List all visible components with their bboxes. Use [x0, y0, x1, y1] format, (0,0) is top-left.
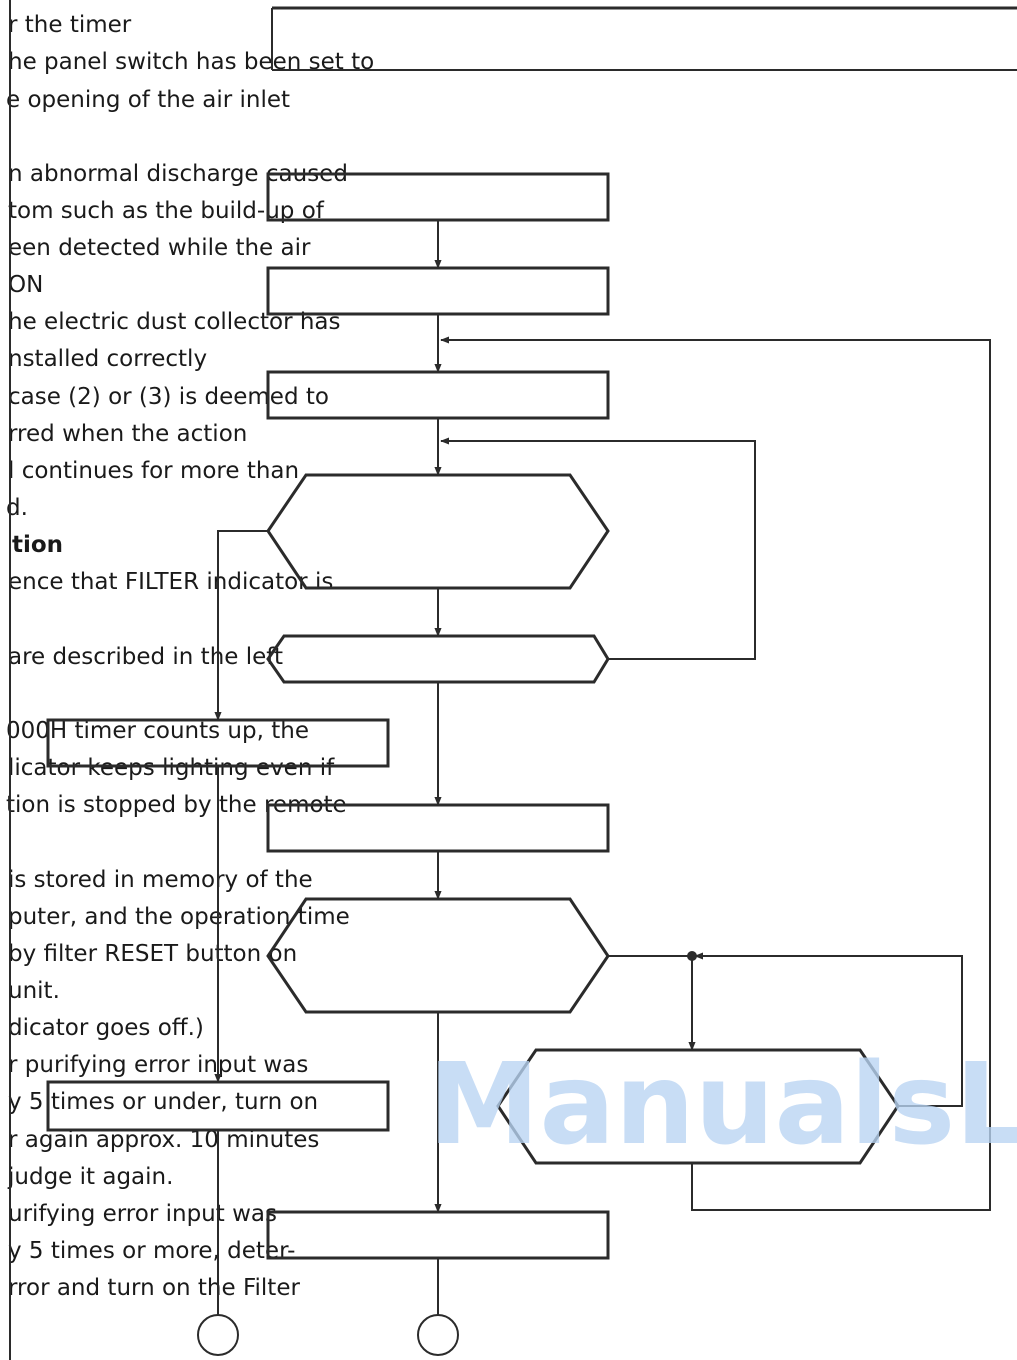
connector-circle-right	[417, 1314, 459, 1356]
text-line: y 5 times or under, turn on	[8, 1089, 319, 1115]
text-line: by filter RESET button on	[8, 941, 298, 967]
process-box-left-1	[46, 718, 390, 768]
decision-hexagon-1	[266, 473, 610, 590]
loop-line	[440, 437, 756, 660]
decision-hexagon-2	[266, 897, 610, 1014]
text-line: y 5 times or more, deter-	[8, 1238, 296, 1264]
decision-slim-hexagon	[266, 634, 610, 684]
process-box-3	[266, 370, 610, 420]
decision-hexagon-3	[496, 1048, 900, 1165]
loop-line	[440, 336, 991, 1211]
text-line: licator keeps lighting even if	[8, 755, 335, 781]
text-line: rred when the action	[8, 421, 248, 447]
text-line: rror and turn on the Filter	[8, 1275, 300, 1301]
text-line: judge it again.	[8, 1164, 174, 1190]
flow-line	[214, 530, 268, 721]
text-line: case (2) or (3) is deemed to	[8, 384, 329, 410]
text-line: een detected while the air	[8, 235, 311, 261]
text-line: unit.	[8, 978, 60, 1004]
text-line: nstalled correctly	[8, 346, 208, 372]
process-box-2	[266, 266, 610, 316]
text-line: l continues for more than	[8, 458, 300, 484]
text-line: dicator goes off.)	[8, 1015, 204, 1041]
text-line: ence that FILTER indicator is	[8, 569, 334, 595]
text-line: d.	[6, 495, 28, 521]
text-line: tion	[12, 532, 64, 558]
process-box-1	[266, 172, 610, 222]
text-line: ON	[8, 272, 44, 298]
text-line: is stored in memory of the	[8, 867, 313, 893]
loop-line	[694, 952, 963, 1107]
text-line: r purifying error input was	[8, 1052, 309, 1078]
text-line: are described in the left	[8, 644, 283, 670]
process-box-4	[266, 803, 610, 853]
text-line: 000H timer counts up, the	[6, 718, 309, 744]
junction-dot	[687, 951, 697, 961]
text-line: urifying error input was	[8, 1201, 277, 1227]
text-line: e opening of the air inlet	[6, 87, 291, 113]
text-line: r the timer	[8, 12, 132, 38]
connector-circle-left	[197, 1314, 239, 1356]
process-box-5	[266, 1210, 610, 1260]
process-box-left-2	[46, 1080, 390, 1132]
